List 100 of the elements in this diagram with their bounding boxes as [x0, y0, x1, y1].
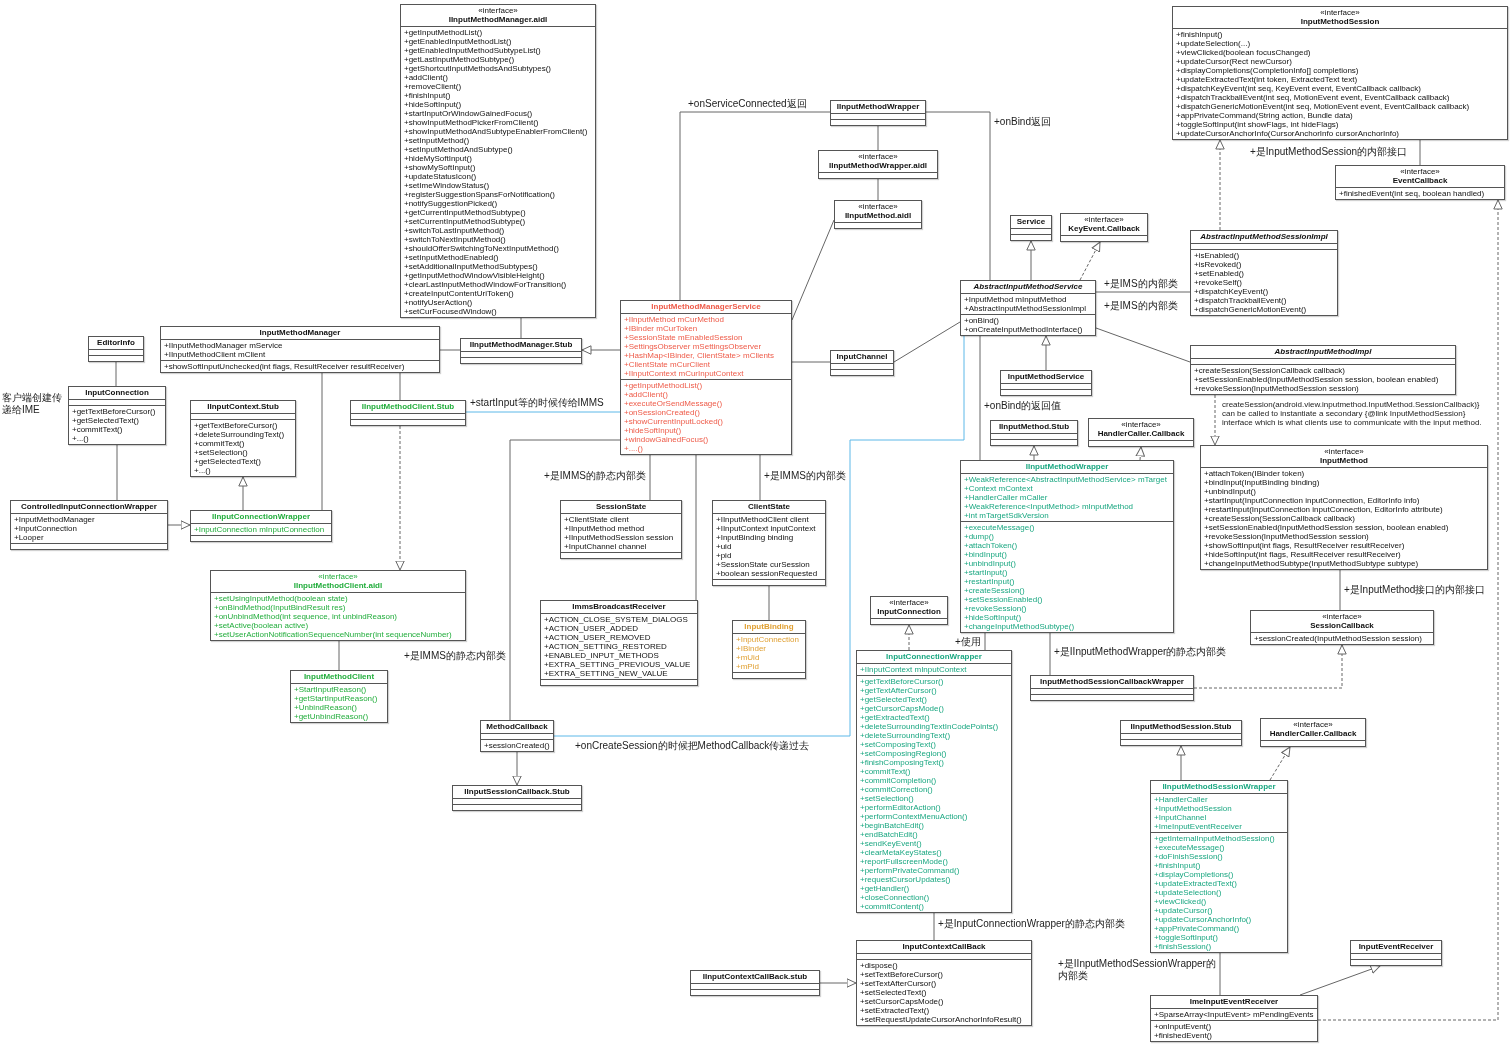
class-member: +SparseArray<InputEvent> mPendingEvents	[1154, 1010, 1314, 1019]
class-member: +clearLastInputMethodWindowForTransition()	[404, 280, 567, 289]
class-member: +setInputMethodEnabled()	[404, 253, 499, 262]
class-member: +setExtractedText()	[860, 1006, 930, 1015]
class-member: +endBatchEdit()	[860, 830, 918, 839]
class-name: Service	[1016, 217, 1046, 227]
class-member: +....()	[624, 444, 643, 453]
class-member: +onInputEvent()	[1154, 1022, 1212, 1031]
class-member: +dispatchTrackballEvent()	[1194, 296, 1287, 305]
class-member: +deleteSurroundingText()	[860, 731, 951, 740]
class-member: +IInputContext inputContext	[716, 524, 816, 533]
edge-label: +是IMMS的静态内部类	[544, 470, 646, 482]
arrow	[1041, 335, 1051, 371]
class-box	[1060, 213, 1148, 242]
connector-line	[791, 219, 835, 321]
edge-label: +onBind返回	[994, 116, 1051, 128]
class-member: +sessionCreated(InputMethodSession session)	[1254, 634, 1422, 643]
class-member: +updateStatusIcon()	[404, 172, 477, 181]
connector-line	[116, 444, 118, 501]
class-member: +dispatchGenericMotionEvent(int seq, MotionEvent event, EventCallback callback)	[1176, 102, 1470, 111]
class-member: +clearMetaKeyStates()	[860, 848, 942, 857]
class-box	[834, 200, 922, 229]
class-member: +revokeSession()	[964, 604, 1027, 613]
class-box	[1088, 418, 1194, 447]
class-member: +dispatchGenericMotionEvent()	[1194, 305, 1307, 314]
class-member: +setComposingRegion()	[860, 749, 947, 758]
class-member: +viewClicked(boolean focusChanged)	[1176, 48, 1311, 57]
class-member: +restartInput(InputConnection inputConnection, EditorInfo attribute)	[1204, 505, 1443, 514]
connector-line	[1095, 327, 1191, 363]
dashed-arrow	[395, 425, 405, 571]
class-member: +Looper	[14, 533, 44, 542]
stereotype-label: «interface»	[1322, 612, 1362, 621]
class-name: IInputConnectionWrapper	[211, 512, 311, 522]
class-name: InputConnectionWrapper	[886, 652, 982, 662]
stereotype-label: «interface»	[1324, 447, 1364, 456]
class-box	[1250, 610, 1434, 645]
connector-line	[979, 335, 981, 461]
class-member: +appPrivateCommand()	[1154, 924, 1240, 933]
class-member: +windowGainedFocus()	[624, 435, 709, 444]
class-member: +InputChannel channel	[564, 542, 647, 551]
class-member: +...()	[194, 466, 211, 475]
class-member: +setUsingInputMethod(boolean state)	[214, 594, 348, 603]
connector-line	[1339, 569, 1341, 611]
class-member: +ACTION_CLOSE_SYSTEM_DIALOGS	[544, 615, 688, 624]
class-member: +hideSoftInput()	[404, 100, 462, 109]
class-name: IInputMethod.Stub	[998, 422, 1070, 432]
class-member: +registerSuggestionSpansForNotification()	[404, 190, 555, 199]
arrow	[581, 345, 621, 355]
class-member: +removeClient()	[404, 82, 462, 91]
connector-line	[791, 361, 831, 363]
class-member: +setCurrentInputMethodSubtype()	[404, 217, 526, 226]
class-box	[830, 100, 926, 126]
class-member: +deleteSurroundingText()	[194, 430, 285, 439]
class-name: AbstractInputMethodService	[973, 282, 1083, 292]
class-box	[830, 350, 894, 376]
class-member: +attachToken()	[964, 541, 1018, 550]
connector-line	[695, 454, 697, 601]
edge-label: +是InputConnectionWrapper的静态内部类	[938, 918, 1125, 930]
arrow	[819, 978, 857, 988]
class-name: IInputMethodClient.Stub	[361, 402, 455, 412]
class-name: InputEventReceiver	[1358, 942, 1434, 952]
connector-line	[877, 125, 879, 151]
class-member: +revokeSelf()	[1194, 278, 1242, 287]
class-member: +displayCompletions(CompletionInfo[] completions)	[1176, 66, 1359, 75]
class-member: +updateSelection(...)	[1176, 39, 1251, 48]
class-box	[856, 650, 1012, 913]
stereotype-label: «interface»	[1121, 420, 1161, 429]
class-member: +bindInput(InputBinding binding)	[1204, 478, 1320, 487]
dashed-arrow	[1079, 241, 1101, 281]
arrow	[512, 751, 522, 786]
class-member: +finishComposingText()	[860, 758, 944, 767]
class-member: +isRevoked()	[1194, 260, 1242, 269]
edge-label: +是IMMS的内部类	[764, 470, 846, 482]
class-member: +updateCursorAnchorInfo()	[1154, 915, 1252, 924]
class-member: +setCursorCapsMode()	[860, 997, 944, 1006]
connector-line	[1095, 291, 1191, 293]
arrow	[1029, 445, 1039, 461]
class-member: +shouldOfferSwitchingToNextInputMethod()	[404, 244, 559, 253]
class-member: +showCurrentInputLocked()	[624, 417, 723, 426]
class-member: +ClientState mCurClient	[624, 360, 711, 369]
class-member: +addClient()	[624, 390, 668, 399]
connector-line	[1219, 952, 1221, 996]
class-member: +finishInput()	[1176, 30, 1223, 39]
connector-line	[509, 439, 621, 721]
stereotype-label: «interface»	[889, 598, 929, 607]
class-member: +IInputMethodManager mService	[164, 341, 283, 350]
class-member: +InputMethodSession	[1154, 804, 1232, 813]
class-member: +SessionState curSession	[716, 560, 810, 569]
class-member: +commitContent()	[860, 902, 924, 911]
stereotype-label: «interface»	[1084, 215, 1124, 224]
connector-line	[893, 321, 961, 363]
dashed-arrow	[904, 624, 914, 651]
class-name: IInputMethodWrapper	[836, 102, 920, 112]
class-member: +getTextBeforeCursor()	[194, 421, 278, 430]
class-box	[1335, 165, 1505, 200]
class-name: IInputSessionCallback.Stub	[464, 787, 570, 797]
class-member: +getTextAfterCursor()	[860, 686, 937, 695]
class-member: +executeOrSendMessage()	[624, 399, 723, 408]
class-name: SessionState	[595, 502, 647, 512]
class-member: +createSession()	[964, 586, 1025, 595]
